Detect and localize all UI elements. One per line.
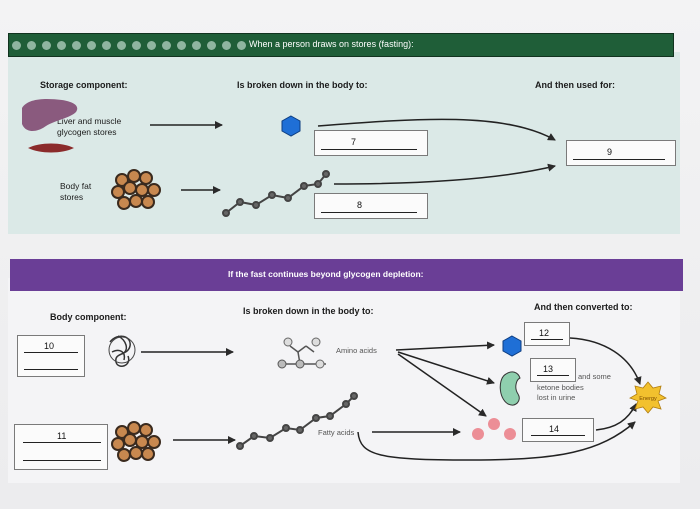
fatty-acids-label: Fatty acids — [318, 428, 355, 437]
answer-box-10[interactable]: 10 — [17, 335, 85, 377]
glucose-hexagon-icon — [281, 115, 301, 137]
fatty-acid-chain-icon-2 — [236, 392, 358, 450]
answer-box-13[interactable]: 13 — [530, 358, 576, 382]
blank-number-8: 8 — [357, 200, 363, 210]
banner-dot — [147, 40, 156, 50]
arrow-amino-to-pink — [397, 353, 487, 417]
answer-line — [321, 149, 417, 150]
answer-line — [573, 159, 665, 160]
answer-line — [321, 212, 417, 213]
pink-circles-icon — [472, 418, 516, 440]
answer-box-14[interactable]: 14 — [522, 418, 594, 442]
answer-box-7[interactable]: 7 — [314, 130, 428, 156]
bottom-banner-title: If the fast continues beyond glycogen de… — [228, 269, 424, 279]
banner-dot — [12, 40, 21, 50]
banner-dot — [207, 40, 216, 50]
bottom-banner: If the fast continues beyond glycogen de… — [10, 259, 683, 291]
glucose-hexagon-icon-2 — [502, 335, 522, 357]
banner-dot — [117, 40, 126, 50]
blank-number-7: 7 — [351, 137, 357, 147]
energy-burst-icon: Energy — [629, 381, 667, 414]
blank-number-14: 14 — [549, 424, 560, 434]
banner-dot — [42, 40, 51, 50]
broken-down-header-2: Is broken down in the body to: — [243, 306, 374, 316]
fatty-acid-chain-icon — [222, 170, 330, 217]
top-banner-title: When a person draws on stores (fasting): — [249, 39, 414, 49]
arrow-amino-to-ketone — [397, 351, 495, 385]
fat-cells-icon-2 — [111, 421, 161, 462]
blank-number-10: 10 — [44, 341, 55, 351]
ketone-text-line3: lost in urine — [537, 393, 576, 402]
answer-box-8[interactable]: 8 — [314, 193, 428, 219]
liver-icon — [22, 98, 78, 131]
answer-line — [23, 442, 101, 443]
arrow-pink-to-energy — [595, 403, 637, 431]
arrow-glucose-to-use — [317, 118, 556, 141]
banner-dot — [192, 40, 201, 50]
broken-down-header: Is broken down in the body to: — [237, 80, 368, 90]
blank-number-9: 9 — [607, 147, 613, 157]
banner-dot — [27, 40, 36, 50]
banner-dot — [87, 40, 96, 50]
blank-number-13: 13 — [543, 364, 554, 374]
converted-header: And then converted to: — [534, 302, 633, 312]
answer-box-12[interactable]: 12 — [524, 322, 570, 346]
answer-line — [24, 352, 78, 353]
banner-dot — [237, 40, 246, 50]
banner-dots — [9, 34, 249, 56]
answer-line — [531, 435, 585, 436]
answer-box-11[interactable]: 11 — [14, 424, 108, 470]
ketone-text-line1: and some — [578, 372, 611, 381]
fat-cells-icon — [111, 169, 161, 210]
ketone-icon — [499, 371, 521, 406]
answer-line — [531, 339, 563, 340]
energy-label: Energy — [639, 396, 657, 402]
top-banner: When a person draws on stores (fasting): — [8, 33, 674, 57]
arrow-amino-to-glucose — [395, 341, 495, 351]
banner-dot — [162, 40, 171, 50]
fat-label-line1: Body fat — [60, 181, 92, 191]
banner-dot — [102, 40, 111, 50]
blank-number-11: 11 — [57, 431, 67, 441]
answer-line — [24, 369, 78, 370]
storage-component-header: Storage component: — [40, 80, 128, 90]
arrow-glucose-to-energy — [569, 337, 642, 385]
arrow-fatty-acids-to-energy — [357, 421, 636, 461]
banner-dot — [222, 40, 231, 50]
arrow-fatty-acids-to-use — [333, 163, 556, 185]
banner-dot — [57, 40, 66, 50]
amino-acid-molecule-icon — [277, 337, 326, 369]
banner-dot — [177, 40, 186, 50]
amino-acids-label: Amino acids — [336, 346, 377, 355]
ketone-text-line2: ketone bodies — [537, 383, 584, 392]
used-for-header: And then used for: — [535, 80, 615, 90]
answer-line — [23, 460, 101, 461]
banner-dot — [72, 40, 81, 50]
blank-number-12: 12 — [539, 328, 550, 338]
fat-label-line2: stores — [60, 192, 84, 202]
protein-icon — [108, 335, 136, 367]
liver-label-line1: Liver and muscle — [57, 116, 122, 126]
body-component-header: Body component: — [50, 312, 127, 322]
muscle-icon — [28, 143, 74, 153]
answer-box-9[interactable]: 9 — [566, 140, 676, 166]
liver-label-line2: glycogen stores — [57, 127, 117, 137]
answer-line — [537, 375, 569, 376]
banner-dot — [132, 40, 141, 50]
